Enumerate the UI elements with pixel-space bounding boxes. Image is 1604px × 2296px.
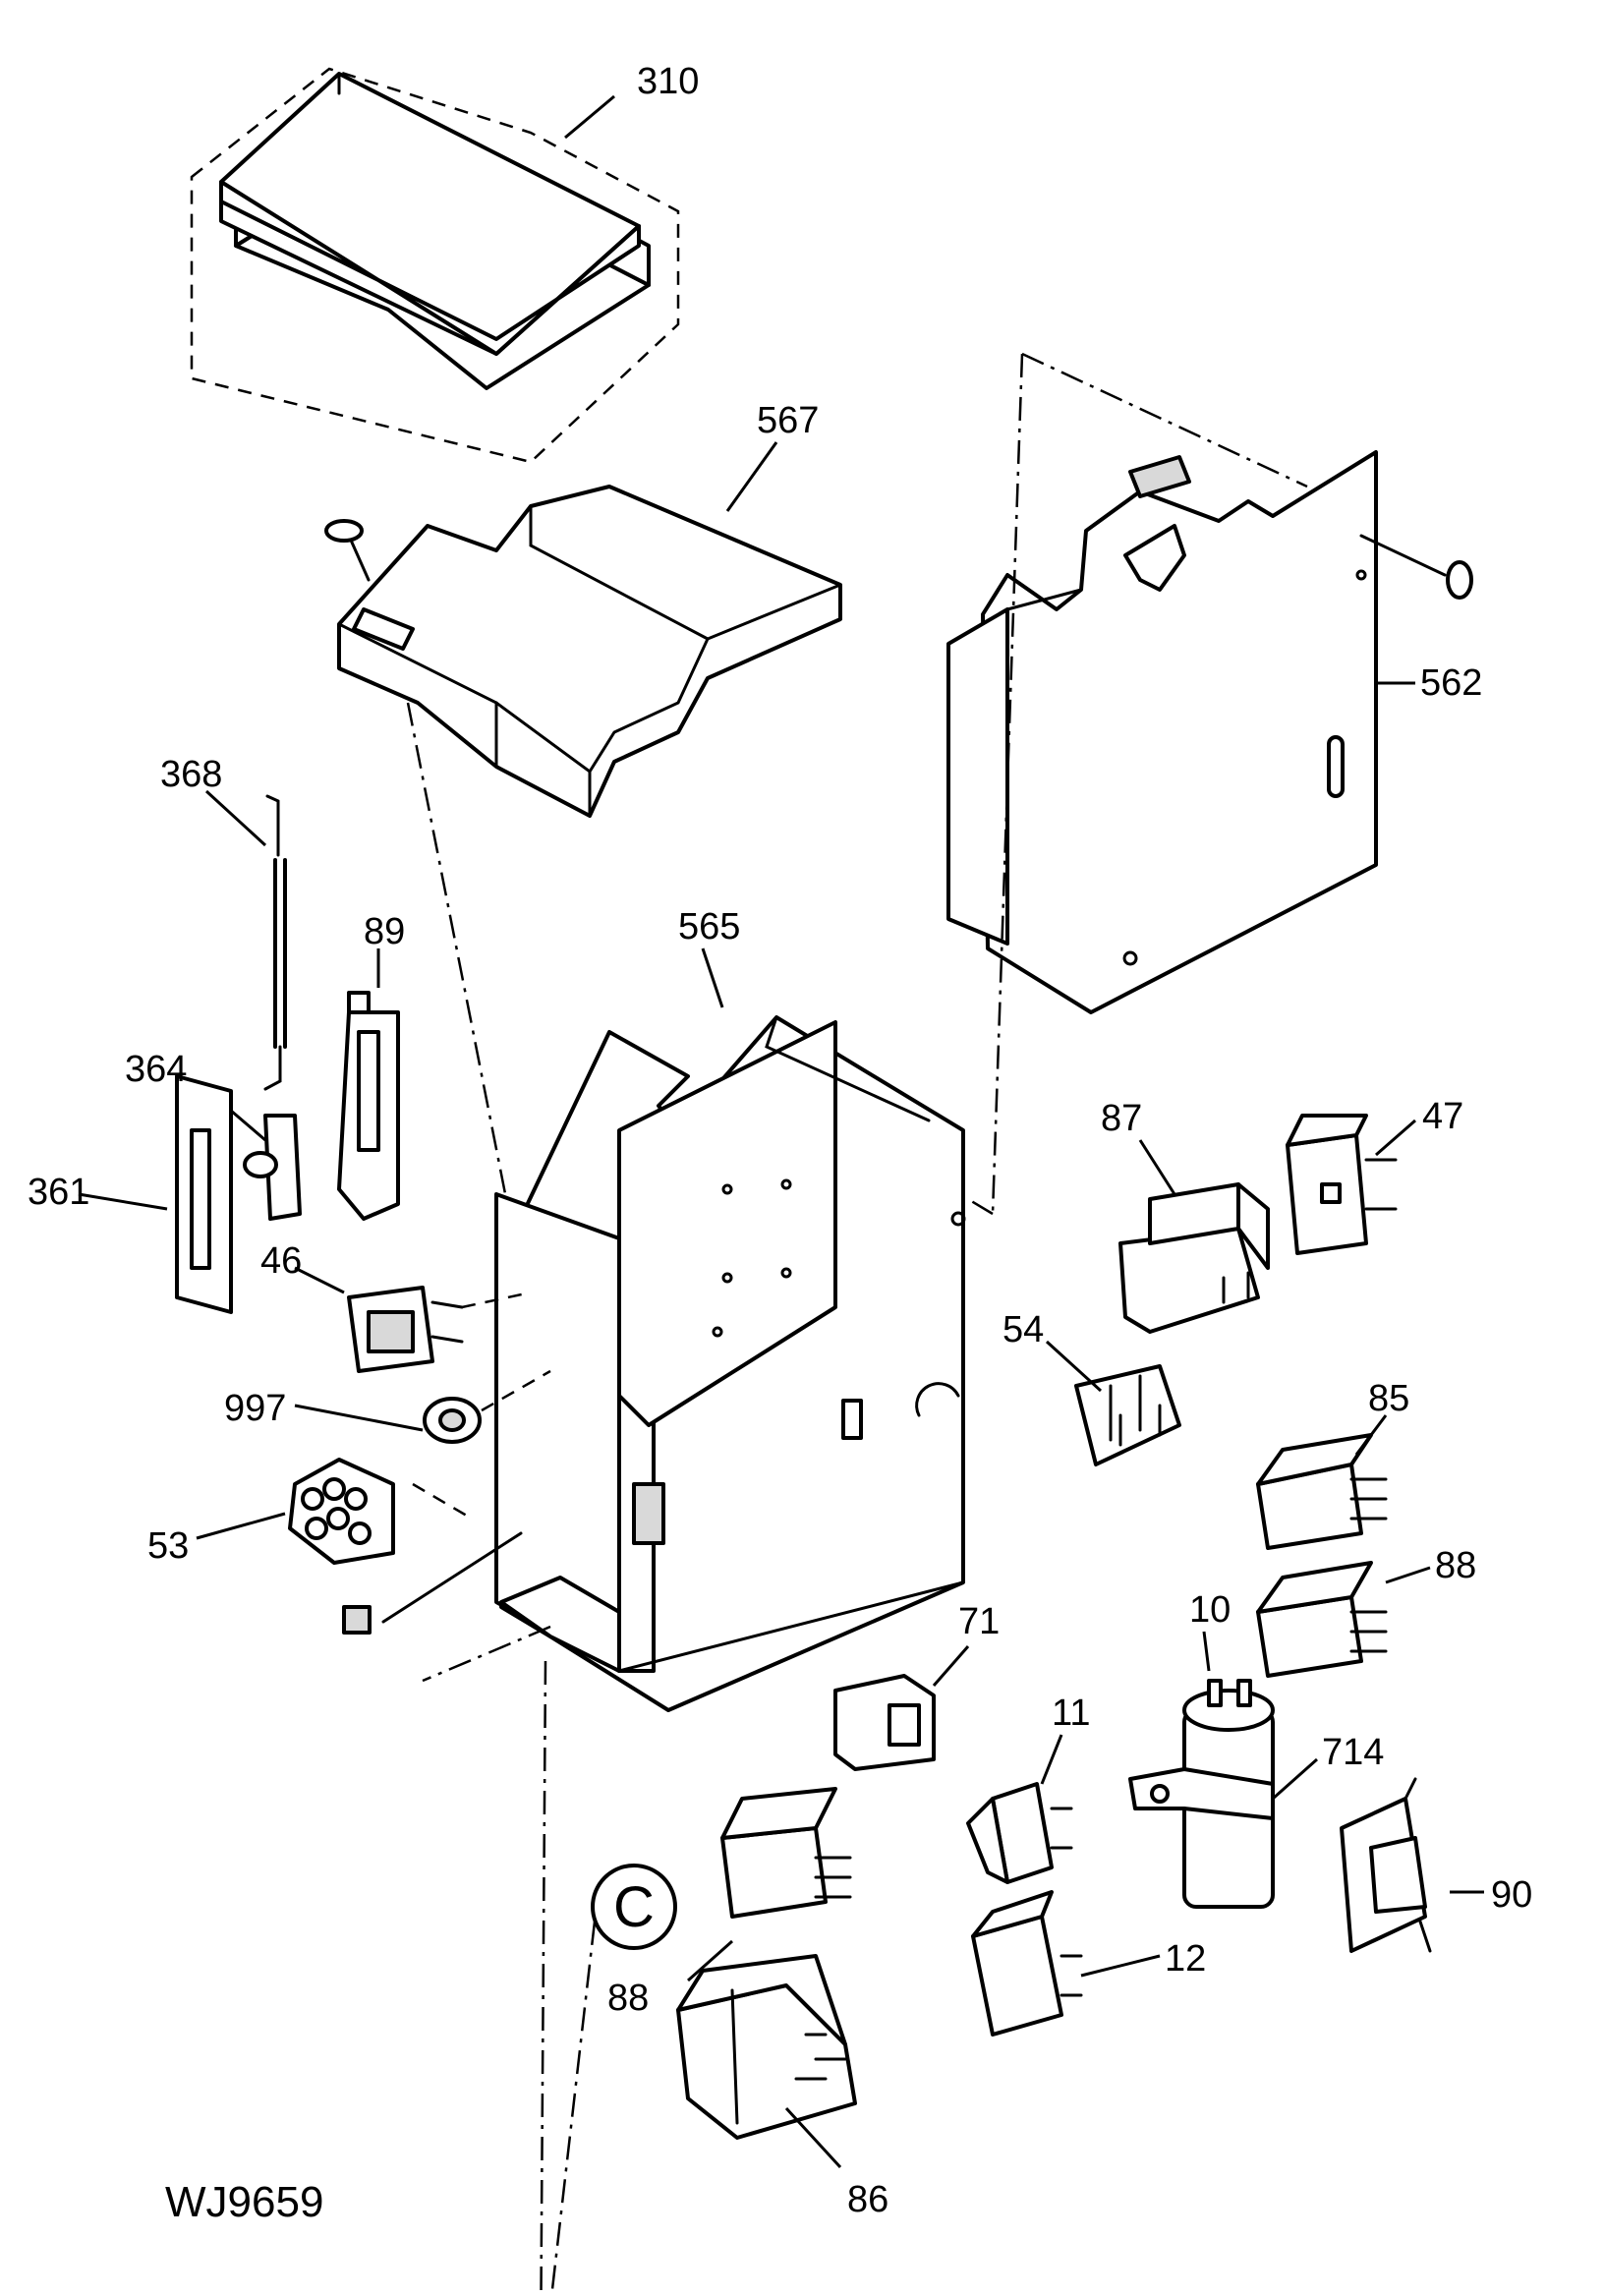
callout-47: 47 xyxy=(1422,1096,1463,1137)
callout-85: 85 xyxy=(1368,1378,1409,1419)
part-714-capacitor-strap xyxy=(1128,1757,1318,1820)
part-90-transformer xyxy=(1340,1777,1484,1953)
callout-310: 310 xyxy=(637,61,699,102)
part-565-control-box xyxy=(422,947,966,2296)
part-88-relay-left xyxy=(687,1787,852,1982)
diagram-code: WJ9659 xyxy=(165,2178,323,2226)
part-46-switch xyxy=(294,1266,532,1373)
part-54-terminal-strip xyxy=(1045,1340,1181,1466)
part-53-terminal-block xyxy=(196,1458,523,1635)
part-47-relay xyxy=(1286,1114,1416,1255)
part-567-cover-panel xyxy=(324,441,842,1249)
part-364-clip xyxy=(196,1079,302,1221)
callout-12: 12 xyxy=(1165,1938,1206,1980)
callout-87: 87 xyxy=(1101,1098,1142,1139)
callout-53: 53 xyxy=(147,1525,189,1567)
part-87-relay xyxy=(1118,1139,1270,1334)
part-88-relay-right xyxy=(1256,1561,1431,1678)
part-85-relay xyxy=(1256,1414,1388,1550)
callout-54: 54 xyxy=(1002,1309,1044,1350)
part-10-capacitor xyxy=(1182,1631,1275,1909)
callout-567: 567 xyxy=(757,400,819,441)
part-310-insulation-pads xyxy=(190,67,680,464)
callout-46: 46 xyxy=(260,1240,302,1282)
callout-88-left: 88 xyxy=(607,1978,649,2019)
callout-90: 90 xyxy=(1491,1874,1532,1916)
callout-361: 361 xyxy=(28,1172,89,1213)
callout-11: 11 xyxy=(1052,1693,1090,1734)
callout-565: 565 xyxy=(678,906,740,947)
part-562-side-panel xyxy=(946,352,1473,1216)
part-997-grommet xyxy=(294,1369,551,1444)
callout-89: 89 xyxy=(364,911,405,952)
callout-71: 71 xyxy=(958,1601,1000,1642)
part-361-plate xyxy=(78,1074,233,1314)
section-marker-letter: C xyxy=(613,1875,655,1939)
part-368-rod xyxy=(204,789,287,1091)
callout-714: 714 xyxy=(1322,1732,1384,1773)
part-12-relay xyxy=(971,1890,1161,2037)
callout-562: 562 xyxy=(1420,662,1482,704)
callout-88-right: 88 xyxy=(1435,1545,1476,1586)
callout-997: 997 xyxy=(224,1388,286,1429)
callout-368: 368 xyxy=(160,754,222,795)
callout-10: 10 xyxy=(1189,1589,1231,1631)
part-11-thermal-switch xyxy=(966,1734,1073,1884)
part-71-connector xyxy=(833,1645,970,1771)
callout-364: 364 xyxy=(125,1049,187,1090)
callout-86: 86 xyxy=(847,2179,888,2220)
part-86-relay xyxy=(676,1954,857,2169)
part-89-bracket xyxy=(337,948,400,1221)
section-marker-c: C xyxy=(549,1864,677,2296)
